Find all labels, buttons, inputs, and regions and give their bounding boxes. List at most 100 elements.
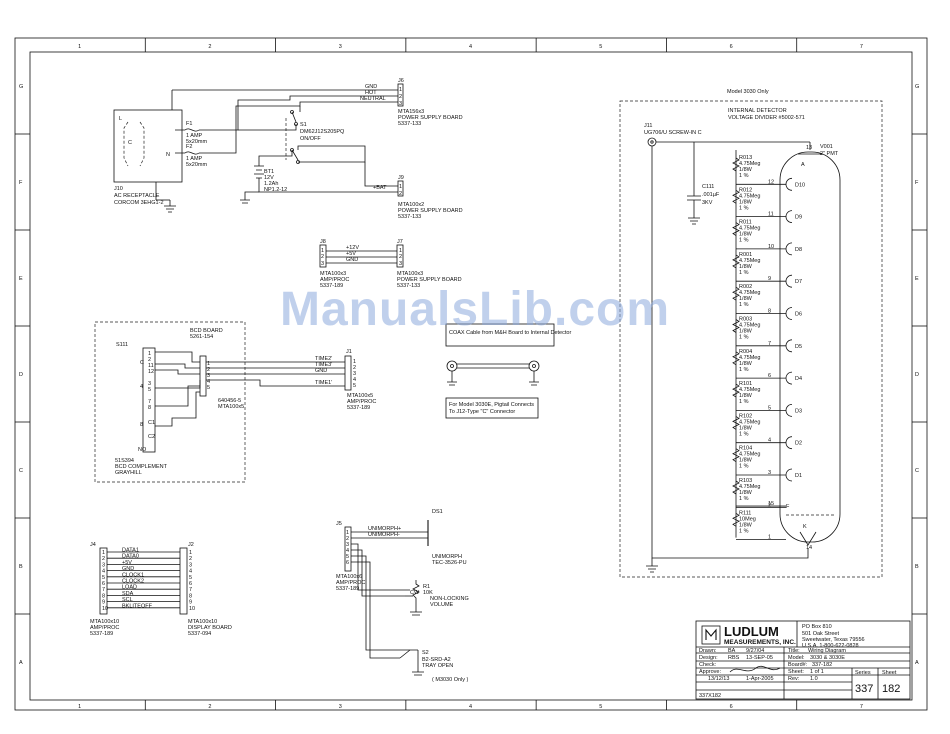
resistor-ref: R002 xyxy=(739,284,752,290)
coax-section: COAX Cable from M&H Board to Internal De… xyxy=(445,323,571,419)
j5-pin: 6 xyxy=(346,560,349,566)
j4-pin: 9 xyxy=(102,600,105,606)
j4-pin: 5 xyxy=(102,575,105,581)
resistor-watt: 1/8W xyxy=(739,329,753,335)
grid-row-right: A xyxy=(915,660,919,666)
dynode-label: D3 xyxy=(795,408,802,414)
svg-text:4: 4 xyxy=(353,377,356,383)
fuse-f2 xyxy=(175,151,220,155)
j6-connector xyxy=(397,83,404,107)
svg-text:Drawn:: Drawn: xyxy=(699,648,717,654)
svg-text:1: 1 xyxy=(399,87,402,93)
resistor-ref: R004 xyxy=(739,349,752,355)
dynode-icon xyxy=(785,404,793,417)
svg-text:+12V: +12V xyxy=(346,245,359,251)
svg-text:NON-LOCKING: NON-LOCKING xyxy=(430,596,469,602)
j9-connector xyxy=(397,180,404,197)
dynode-label: D1 xyxy=(795,473,802,479)
svg-text:8: 8 xyxy=(148,405,151,411)
j2-pin: 7 xyxy=(189,587,192,593)
svg-text:J4: J4 xyxy=(90,542,96,548)
j8-j7-section: J8 J7 +12V +5V GND 1 2 3 1 2 3 MTA100x3 … xyxy=(319,239,462,289)
svg-text:NEUTRAL: NEUTRAL xyxy=(360,96,386,102)
svg-text:+BAT: +BAT xyxy=(373,185,387,191)
resistor-watt: 1/8W xyxy=(739,199,753,205)
j2-pin: 10 xyxy=(189,606,195,612)
svg-text:BCD BOARD: BCD BOARD xyxy=(190,328,223,334)
svg-text:J5: J5 xyxy=(336,521,342,527)
resistor-watt: 1/8W xyxy=(739,167,753,173)
svg-text:501 Oak Street: 501 Oak Street xyxy=(802,631,839,637)
switch-s2 xyxy=(399,649,419,659)
pmt-tube xyxy=(779,151,841,543)
j2-pin: 5 xyxy=(189,575,192,581)
svg-text:To J12-Type "C" Connector: To J12-Type "C" Connector xyxy=(449,409,515,415)
svg-text:5: 5 xyxy=(148,387,151,393)
outer-border xyxy=(14,37,928,711)
svg-text:Board#:: Board#: xyxy=(788,662,808,668)
inner-border xyxy=(29,51,913,701)
svg-text:5261-154: 5261-154 xyxy=(190,334,213,340)
j4-pin: 8 xyxy=(102,593,105,599)
svg-text:Sheet: Sheet xyxy=(882,670,897,676)
svg-text:POWER SUPPLY BOARD: POWER SUPPLY BOARD xyxy=(398,115,463,121)
svg-text:5337-133: 5337-133 xyxy=(397,283,420,289)
svg-text:UNIMORPH-: UNIMORPH- xyxy=(368,532,400,538)
svg-text:F1: F1 xyxy=(186,121,192,127)
svg-text:HOT: HOT xyxy=(365,90,377,96)
svg-text:J11: J11 xyxy=(644,123,652,129)
svg-text:.001µF: .001µF xyxy=(702,192,720,198)
svg-text:Model:: Model: xyxy=(788,655,805,661)
grid-col-top: 4 xyxy=(469,44,472,50)
svg-text:C1: C1 xyxy=(148,420,155,426)
j4-connector xyxy=(99,547,108,615)
grid-row-left: E xyxy=(19,276,23,282)
svg-text:S1: S1 xyxy=(300,122,307,128)
svg-text:C2: C2 xyxy=(148,434,155,440)
svg-text:3030 & 3030E: 3030 & 3030E xyxy=(810,655,845,661)
company-name: LUDLUM xyxy=(724,624,779,639)
svg-text:Rev:: Rev: xyxy=(788,676,800,682)
j8-connector xyxy=(319,244,327,268)
grid-col-bottom: 4 xyxy=(469,704,472,710)
svg-text:B2-SRD-A2: B2-SRD-A2 xyxy=(422,657,451,663)
svg-text:Model 3030 Only: Model 3030 Only xyxy=(727,89,769,95)
svg-text:( M3030 Only ): ( M3030 Only ) xyxy=(432,677,469,683)
svg-text:RBS: RBS xyxy=(728,655,740,661)
resistor-value: 4.75Meg xyxy=(739,452,760,458)
dynode-icon xyxy=(785,274,793,288)
pmt-pin-number: 7 xyxy=(768,341,771,347)
svg-text:GND: GND xyxy=(315,368,327,374)
resistor-tol: 1 % xyxy=(739,270,749,276)
svg-text:1: 1 xyxy=(321,248,324,254)
ground-icon xyxy=(529,371,539,386)
resistor-ref: R102 xyxy=(739,413,752,419)
grid-col-bottom: 5 xyxy=(599,704,602,710)
pmt-pin-number: 8 xyxy=(768,309,771,315)
dynode-icon xyxy=(785,371,793,385)
svg-text:2: 2 xyxy=(353,365,356,371)
svg-text:UNIMORPH: UNIMORPH xyxy=(432,554,462,560)
dynode-icon xyxy=(785,436,793,450)
svg-text:TRAY OPEN: TRAY OPEN xyxy=(422,663,453,669)
svg-text:MTA100x10: MTA100x10 xyxy=(90,619,119,625)
resistor-ref: R111 xyxy=(739,510,751,516)
grid-col-bottom: 6 xyxy=(730,704,733,710)
j4-pin: 6 xyxy=(102,581,105,587)
ground-icon xyxy=(240,196,250,204)
j4-signal: LOAD xyxy=(122,585,137,591)
j10-part: CORCOM 3EHG1-2 xyxy=(114,200,164,206)
pmt-pin-number: 11 xyxy=(768,212,774,218)
svg-text:J2: J2 xyxy=(188,542,194,548)
j10-desc: AC RECEPTACLE xyxy=(114,193,160,199)
svg-text:J8: J8 xyxy=(320,239,326,245)
bcd-section: BCD BOARD 5261-154 S111 1 2 11 12 3 5 7 … xyxy=(94,321,376,483)
resistor-icon xyxy=(732,512,740,527)
resistor-ref: R012 xyxy=(739,187,752,193)
svg-text:NP1.2-12: NP1.2-12 xyxy=(264,187,287,193)
j4-signal: DATA0 xyxy=(122,554,139,560)
detector-section: Model 3030 Only INTERNAL DETECTOR VOLTAG… xyxy=(619,89,883,578)
svg-text:A: A xyxy=(801,162,805,168)
